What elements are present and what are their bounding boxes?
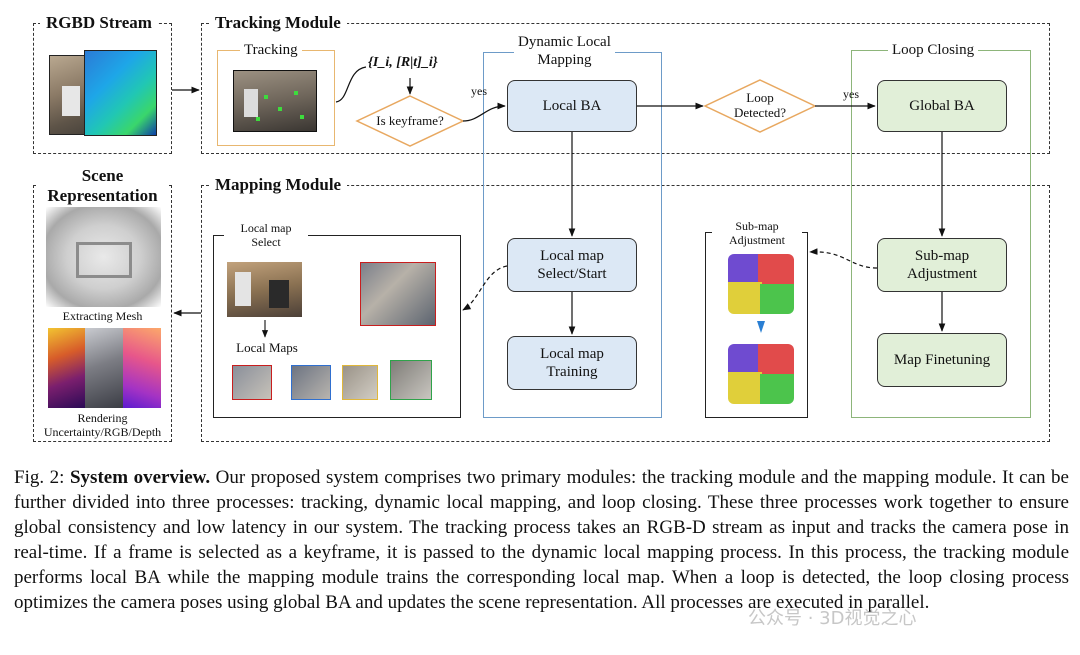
local-ba-node: Local BA (507, 80, 637, 132)
yes-keyframe-label: yes (471, 84, 487, 98)
extracting-mesh-label: Extracting Mesh (62, 309, 143, 323)
local-map-cube-yellow (342, 365, 378, 400)
local-map-select-title: Local map Select (224, 221, 308, 249)
uncertainty-render-image (48, 328, 85, 408)
rgb-render-image (85, 328, 123, 408)
mapping-module-title: Mapping Module (209, 175, 348, 195)
depth-render-image (123, 328, 161, 408)
figure-caption: Fig. 2: System overview. Our proposed sy… (14, 467, 1069, 613)
loop-closing-label: Loop Closing (888, 41, 979, 59)
down-arrow-icon (757, 321, 765, 333)
rgbd-stream-title: RGBD Stream (40, 13, 158, 33)
selected-local-map-cube (360, 262, 436, 326)
submap-adjustment-title: Sub-map Adjustment (712, 219, 802, 247)
flow-connectors (172, 66, 946, 338)
global-ba-node: Global BA (877, 80, 1007, 132)
loop-detected-diamond (703, 79, 817, 133)
submaps-before-image (728, 254, 794, 314)
rendering-label: Rendering Uncertainty/RGB/Depth (43, 411, 162, 439)
keyframe-formula: {I_i, [R|t]_i} (368, 55, 438, 70)
is-keyframe-label: Is keyframe? (376, 113, 444, 128)
map-finetuning-node: Map Finetuning (877, 333, 1007, 387)
tracking-module-title: Tracking Module (209, 13, 347, 33)
local-maps-label: Local Maps (236, 340, 298, 355)
tracking-module-frame (201, 23, 1050, 154)
loop-detected-label: Loop Detected? (734, 90, 786, 120)
submaps-after-image (728, 344, 794, 404)
local-map-cube-red (232, 365, 272, 400)
local-map-cube-blue (291, 365, 331, 400)
local-map-cube-green (390, 360, 432, 400)
rgbd-depth-frame-image (84, 50, 157, 136)
mapping-module-frame (201, 185, 1050, 442)
yes-loop-label: yes (843, 87, 859, 101)
tracking-panel-label: Tracking (240, 41, 302, 59)
selected-frame-image (227, 262, 302, 317)
extracted-mesh-image (46, 207, 161, 307)
local-map-panel (213, 235, 461, 418)
watermark-text: 公众号 · 3D视觉之心 (748, 608, 917, 629)
scene-representation-title: Scene Representation (38, 166, 167, 206)
is-keyframe-diamond (355, 95, 465, 147)
tracking-frame-image (233, 70, 317, 132)
dynamic-local-mapping-label: Dynamic Local Mapping (514, 33, 615, 69)
